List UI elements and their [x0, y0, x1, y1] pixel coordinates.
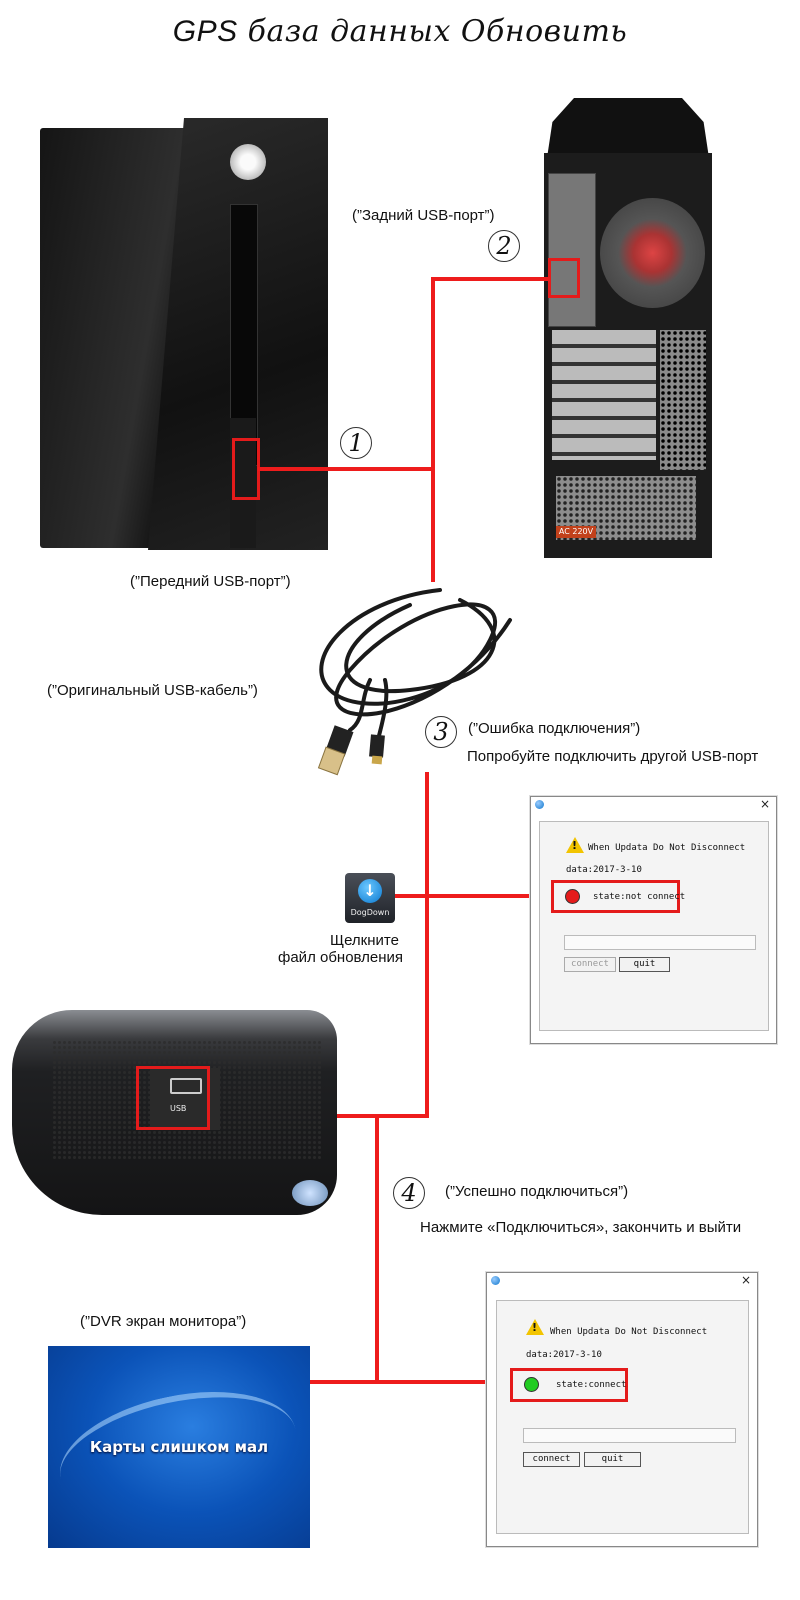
- dogdown-label: DogDown: [350, 908, 390, 917]
- warning-icon: [526, 1319, 544, 1335]
- progress-bar: [523, 1428, 736, 1443]
- click-update-line2: файл обновления: [278, 949, 404, 966]
- dvr-usb-label: USB: [170, 1104, 187, 1113]
- title-rest: база данных Обновить: [237, 14, 628, 49]
- state-highlight: [510, 1368, 628, 1402]
- connector-line: [395, 894, 555, 898]
- app-icon: [535, 800, 544, 809]
- quit-button[interactable]: quit: [584, 1452, 641, 1467]
- close-icon[interactable]: ×: [740, 1273, 751, 1287]
- status-dot-red: [565, 889, 580, 904]
- rear-tower-pc: AC 220V: [538, 98, 718, 562]
- press-connect-text: Нажмите «Подключиться», закончить и выйт…: [420, 1219, 742, 1236]
- rear-fan-icon: [600, 198, 705, 308]
- page-title: GPS база данных Обновить: [0, 14, 800, 49]
- warning-text: When Updata Do Not Disconnect: [550, 1327, 708, 1337]
- usb-port-icon: [170, 1078, 202, 1094]
- connector-line: [431, 277, 550, 281]
- screen-message: Карты слишком мал: [89, 1438, 269, 1456]
- rear-io-panel: [548, 173, 596, 327]
- step-1-badge: 1: [340, 427, 372, 459]
- connector-line: [431, 277, 435, 582]
- close-icon[interactable]: ×: [759, 797, 770, 811]
- state-text: state:connect: [556, 1380, 627, 1390]
- connector-line: [308, 1380, 510, 1384]
- connect-button[interactable]: connect: [564, 957, 616, 972]
- title-gps: GPS: [172, 15, 238, 48]
- app-icon: [491, 1276, 500, 1285]
- usb-cable-icon: [317, 588, 512, 776]
- connector-line: [375, 1118, 379, 1384]
- progress-bar: [564, 935, 756, 950]
- step-3-badge: 3: [425, 716, 457, 748]
- date-text: data:2017-3-10: [566, 865, 642, 875]
- front-tower-pc: [40, 118, 328, 550]
- front-port-label: (”Передний USB-порт”): [130, 573, 291, 590]
- dvr-usb-highlight: [136, 1066, 210, 1130]
- connector-line: [258, 467, 435, 471]
- expansion-slots: [552, 330, 656, 460]
- cable-label: (”Оригинальный USB-кабель”): [47, 682, 258, 699]
- click-update-line1: Щелкните: [330, 932, 399, 949]
- step-2-badge: 2: [488, 230, 520, 262]
- state-text: state:not connect: [593, 892, 686, 902]
- date-text: data:2017-3-10: [526, 1350, 602, 1360]
- dvr-logo-icon: [292, 1180, 328, 1206]
- dvr-screen-label: (”DVR экран монитора”): [80, 1313, 247, 1330]
- connector-line: [425, 772, 429, 1118]
- ac-label: AC 220V: [556, 526, 596, 538]
- state-highlight: [551, 880, 680, 913]
- connect-button[interactable]: connect: [523, 1452, 580, 1467]
- warning-text: When Updata Do Not Disconnect: [588, 843, 746, 853]
- quit-button[interactable]: quit: [619, 957, 670, 972]
- update-dialog-error: × ! When Updata Do Not Disconnect data:2…: [530, 796, 777, 1044]
- dvr-screen-display: Карты слишком мал: [48, 1346, 310, 1548]
- dogdown-file-icon[interactable]: ↓ DogDown: [345, 873, 395, 923]
- step-4-badge: 4: [393, 1177, 425, 1209]
- download-arrow-icon: ↓: [358, 879, 382, 903]
- try-other-port-text: Попробуйте подключить другой USB-порт: [467, 748, 759, 765]
- power-button-icon: [230, 144, 266, 180]
- success-label: (”Успешно подключиться”): [445, 1183, 629, 1200]
- status-dot-green: [524, 1377, 539, 1392]
- dvr-device: USB: [12, 1000, 342, 1220]
- rear-port-label: (”Задний USB-порт”): [352, 207, 495, 224]
- front-usb-highlight: [232, 438, 260, 500]
- rear-usb-highlight: [548, 258, 580, 298]
- update-dialog-success: × ! When Updata Do Not Disconnect data:2…: [486, 1272, 758, 1547]
- connect-error-label: (”Ошибка подключения”): [468, 720, 641, 737]
- warning-icon: [566, 837, 584, 853]
